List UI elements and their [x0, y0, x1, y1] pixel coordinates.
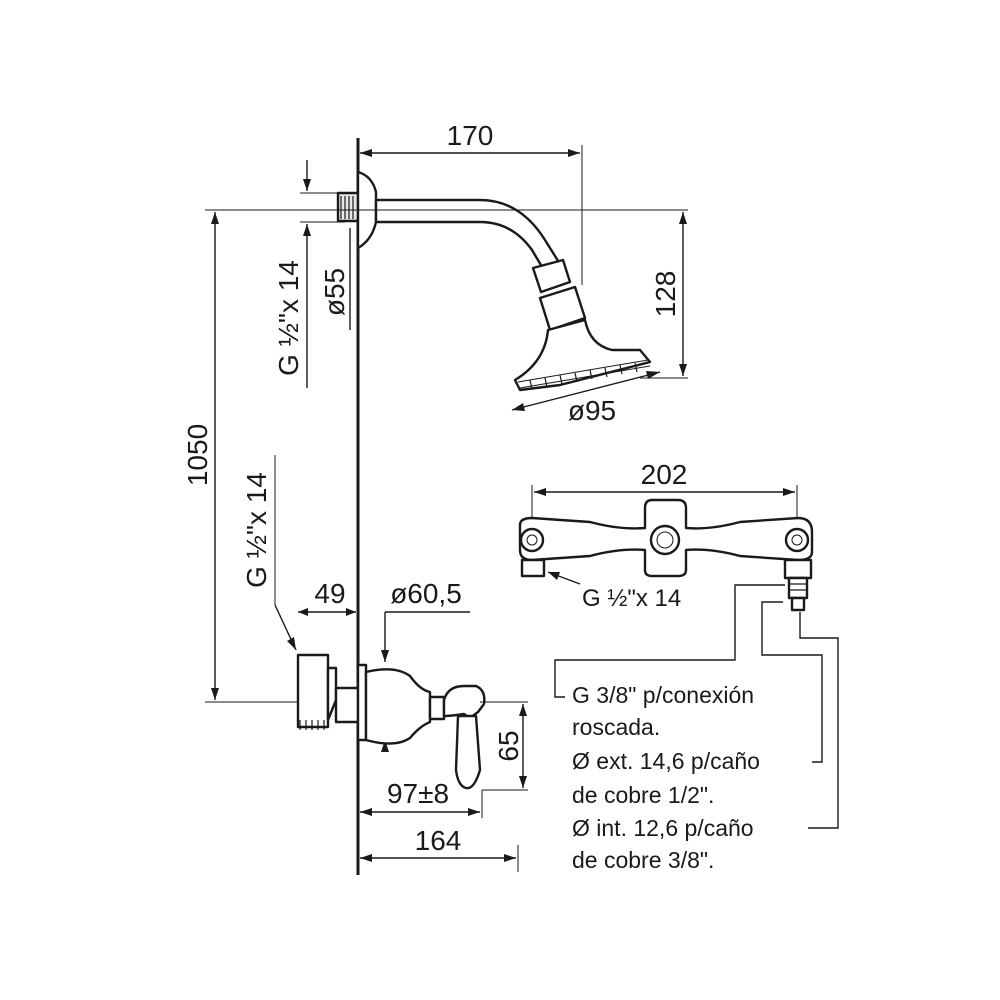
- valve-stem: [334, 686, 360, 724]
- dimension-head-drop: 128: [205, 209, 688, 379]
- mixing-bar: 202 G ½"x 14: [518, 459, 814, 612]
- right-inlet: [784, 527, 810, 553]
- flange-diameter-label: ø55: [319, 268, 350, 316]
- dimension-handle-height: 65: [480, 701, 528, 791]
- escutcheon-diameter-label: ø60,5: [390, 578, 462, 609]
- dimension-projection: 97±8: [360, 778, 483, 818]
- right-connector: [783, 558, 813, 580]
- dimension-arm-length: 170: [360, 120, 583, 285]
- handle-body: [364, 668, 432, 745]
- dimension-head-diameter: ø95: [511, 371, 661, 426]
- handle-neck: [428, 695, 446, 721]
- connection-notes: G 3/8" p/conexión roscada. Ø ext. 14,6 p…: [572, 682, 760, 873]
- note-line-6: de cobre 3/8".: [572, 847, 714, 873]
- note-line-3: Ø ext. 14,6 p/caño: [572, 748, 760, 774]
- valve-body: [296, 653, 360, 730]
- arm-nut: [531, 258, 572, 294]
- dimension-side-thread: G ½"x 14: [241, 455, 297, 651]
- bar-thread-label: G ½"x 14: [582, 585, 681, 612]
- inlet-offset-label: 49: [314, 578, 345, 609]
- bar-width-label: 202: [641, 459, 688, 490]
- body-depth-label: 164: [415, 825, 462, 856]
- projection-label: 97±8: [387, 778, 449, 809]
- handle-height-label: 65: [493, 730, 524, 761]
- note-line-2: roscada.: [572, 714, 660, 740]
- left-inlet: [519, 527, 545, 553]
- handle-cap: [442, 684, 486, 720]
- valve-housing: [296, 653, 330, 729]
- head-diameter-label: ø95: [568, 395, 616, 426]
- dimension-escutcheon: ø60,5: [381, 578, 470, 752]
- dimension-body-depth: 164: [360, 825, 519, 872]
- top-thread-label: G ½"x 14: [273, 260, 304, 376]
- arm-length-label: 170: [447, 120, 494, 151]
- note-line-5: Ø int. 12,6 p/caño: [572, 815, 754, 841]
- note-line-1: G 3/8" p/conexión: [572, 682, 754, 708]
- shower-arm-assembly: [336, 170, 652, 392]
- copper-pipe-stub: [790, 596, 806, 612]
- dimension-total-height: 1050: [182, 212, 300, 703]
- right-nut: [787, 576, 809, 600]
- lever: [454, 714, 482, 790]
- side-thread-label: G ½"x 14: [241, 472, 272, 588]
- mixer-handle: [356, 663, 486, 790]
- head-drop-label: 128: [650, 271, 681, 318]
- note-leaders: [554, 584, 839, 829]
- left-thread: [520, 558, 546, 578]
- note-line-4: de cobre 1/2".: [572, 782, 714, 808]
- total-height-label: 1050: [182, 424, 213, 486]
- dimension-inlet-offset: 49: [298, 578, 356, 616]
- ball-joint: [538, 285, 587, 332]
- dimension-flange: G ½"x 14 ø55: [273, 160, 351, 388]
- center-outlet: [649, 524, 681, 556]
